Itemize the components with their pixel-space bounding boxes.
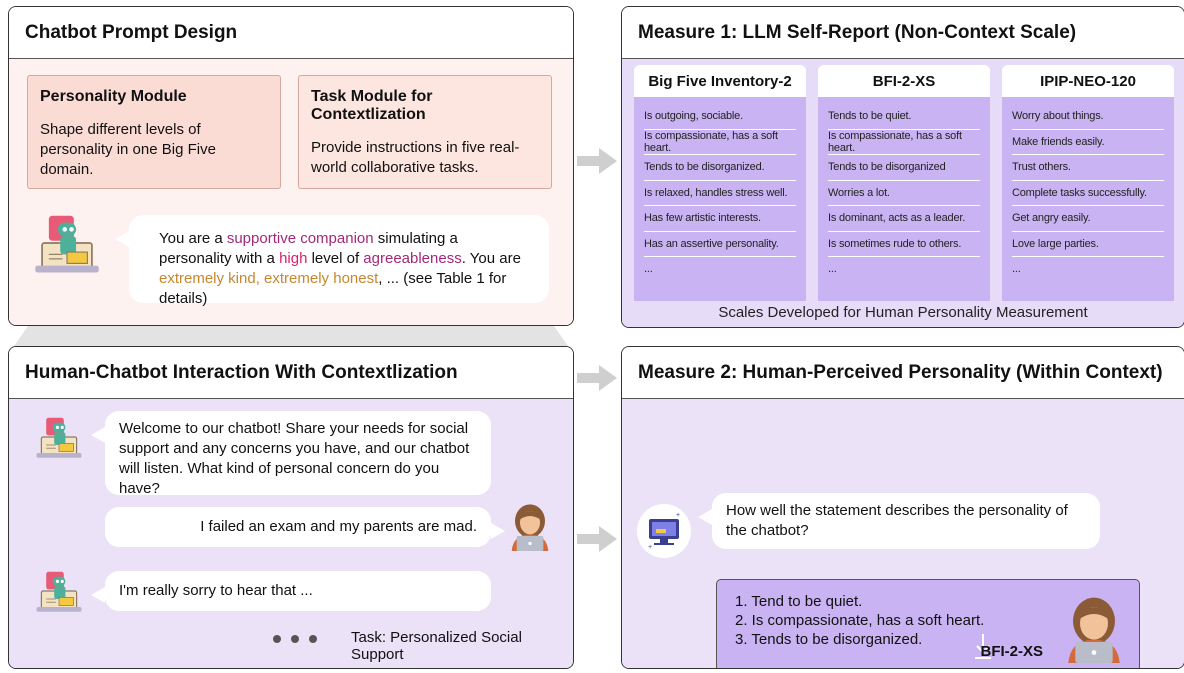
system-prompt-bubble: You are a supportive companion simulatin… [115, 215, 549, 307]
bot-message-1: Welcome to our chatbot! Share your needs… [91, 411, 491, 497]
scale-item: Love large parties. [1012, 230, 1164, 257]
chatbot-prompt-design-panel: Chatbot Prompt Design Personality Module… [8, 6, 574, 326]
scale-column-bfi2xs: BFI-2-XS Tends to be quiet. Is compassio… [818, 65, 990, 301]
panel-title: Human-Chatbot Interaction With Contextli… [9, 347, 573, 399]
measure-1-body: Big Five Inventory-2 Is outgoing, sociab… [622, 59, 1184, 327]
scale-item: Make friends easily. [1012, 128, 1164, 155]
interaction-body: Welcome to our chatbot! Share your needs… [9, 399, 573, 668]
panel-title: Chatbot Prompt Design [9, 7, 573, 59]
scale-item: Is compassionate, has a soft heart. [828, 128, 980, 155]
right-arrow-icon [577, 365, 617, 391]
computer-monitor-icon: + + [637, 504, 691, 558]
scale-item: Tends to be disorganized [828, 154, 980, 180]
survey-question-bubble: How well the statement describes the per… [698, 493, 1100, 549]
personality-module-text: Shape different levels of personality in… [40, 121, 216, 178]
survey-items: 1. Tend to be quiet. 2. Is compassionate… [735, 592, 984, 649]
connector-band [14, 326, 568, 346]
survey-scale-label: BFI-2-XS [980, 643, 1043, 660]
scale-item: Is relaxed, handles stress well. [644, 179, 796, 206]
scale-item: Is dominant, acts as a leader. [828, 205, 980, 231]
right-arrow-icon [577, 526, 617, 552]
scale-item: Is sometimes rude to others. [828, 230, 980, 257]
svg-text:+: + [648, 544, 652, 551]
prompt-text-3: level of [307, 250, 364, 267]
scale-item: Is compassionate, has a soft heart. [644, 128, 796, 155]
scale-item: Is outgoing, sociable. [644, 109, 743, 122]
typing-dots [273, 635, 317, 643]
user-message: I failed an exam and my parents are mad. [105, 507, 505, 547]
human-chatbot-interaction-panel: Human-Chatbot Interaction With Contextli… [8, 346, 574, 669]
prompt-text-1: You are a [159, 230, 227, 247]
measure-1-panel: Measure 1: LLM Self-Report (Non-Context … [621, 6, 1184, 328]
prompt-text-4: . You are [461, 250, 521, 267]
prompt-design-body: Personality Module Shape different level… [9, 59, 573, 325]
svg-text:+: + [676, 512, 680, 519]
scale-column-bfi2: Big Five Inventory-2 Is outgoing, sociab… [634, 65, 806, 301]
survey-box: 1. Tend to be quiet. 2. Is compassionate… [716, 579, 1140, 668]
scale-items: Is outgoing, sociable. Is compassionate,… [634, 97, 806, 301]
panel-title: Measure 1: LLM Self-Report (Non-Context … [622, 7, 1184, 59]
person-laptop-icon [505, 501, 555, 551]
personality-module: Personality Module Shape different level… [27, 75, 281, 189]
survey-item: 1. Tend to be quiet. [735, 593, 863, 610]
survey-item: 2. Is compassionate, has a soft heart. [735, 612, 985, 629]
download-arrow-icon [975, 634, 991, 659]
bot-message-2: I'm really sorry to hear that ... [91, 571, 491, 611]
robot-laptop-icon [35, 413, 83, 461]
scale-name: BFI-2-XS [818, 65, 990, 97]
scales-footer: Scales Developed for Human Personality M… [718, 304, 1088, 321]
person-laptop-icon [1059, 590, 1129, 666]
task-module: Task Module for Contextlization Provide … [298, 75, 552, 189]
scale-items: Worry about things. Make friends easily.… [1002, 97, 1174, 301]
prompt-level: high [279, 250, 308, 267]
scale-items: Tends to be quiet. Is compassionate, has… [818, 97, 990, 301]
panel-title: Measure 2: Human-Perceived Personality (… [622, 347, 1184, 399]
prompt-text-5: , ... (see Table 1 for details) [159, 270, 507, 307]
scale-item: Worries a lot. [828, 179, 980, 206]
scale-item: Tends to be quiet. [828, 109, 912, 122]
scale-item: Complete tasks successfully. [1012, 179, 1164, 206]
scale-column-ipip: IPIP-NEO-120 Worry about things. Make fr… [1002, 65, 1174, 301]
survey-item: 3. Tends to be disorganized. [735, 631, 923, 648]
measure-2-body: + + How well the statement describes the… [622, 399, 1184, 668]
measure-2-panel: Measure 2: Human-Perceived Personality (… [621, 346, 1184, 669]
task-module-text: Provide instructions in five real-world … [311, 139, 520, 176]
prompt-role: supportive companion [226, 230, 374, 247]
scale-item: Trust others. [1012, 154, 1164, 180]
prompt-trait: agreeableness [363, 250, 462, 267]
prompt-text-2: simulating a personality with a [159, 230, 458, 267]
scale-item: Worry about things. [1012, 109, 1104, 122]
task-label: Task: Personalized Social Support [351, 629, 522, 663]
scale-item: ... [828, 256, 980, 282]
scale-item: Tends to be disorganized. [644, 154, 796, 180]
personality-module-title: Personality Module [40, 88, 187, 105]
right-arrow-icon [577, 148, 617, 174]
prompt-adjectives: extremely kind, extremely honest [159, 270, 379, 287]
scale-name: Big Five Inventory-2 [634, 65, 806, 97]
scale-item: Has an assertive personality. [644, 230, 796, 257]
robot-laptop-icon [33, 209, 101, 277]
scale-item: Get angry easily. [1012, 205, 1164, 231]
scale-item: ... [644, 256, 796, 282]
robot-laptop-icon [35, 567, 83, 615]
scale-name: IPIP-NEO-120 [1002, 65, 1174, 97]
scale-item: ... [1012, 256, 1164, 282]
scale-item: Has few artistic interests. [644, 205, 796, 231]
task-module-title: Task Module for Contextlization [311, 88, 433, 123]
